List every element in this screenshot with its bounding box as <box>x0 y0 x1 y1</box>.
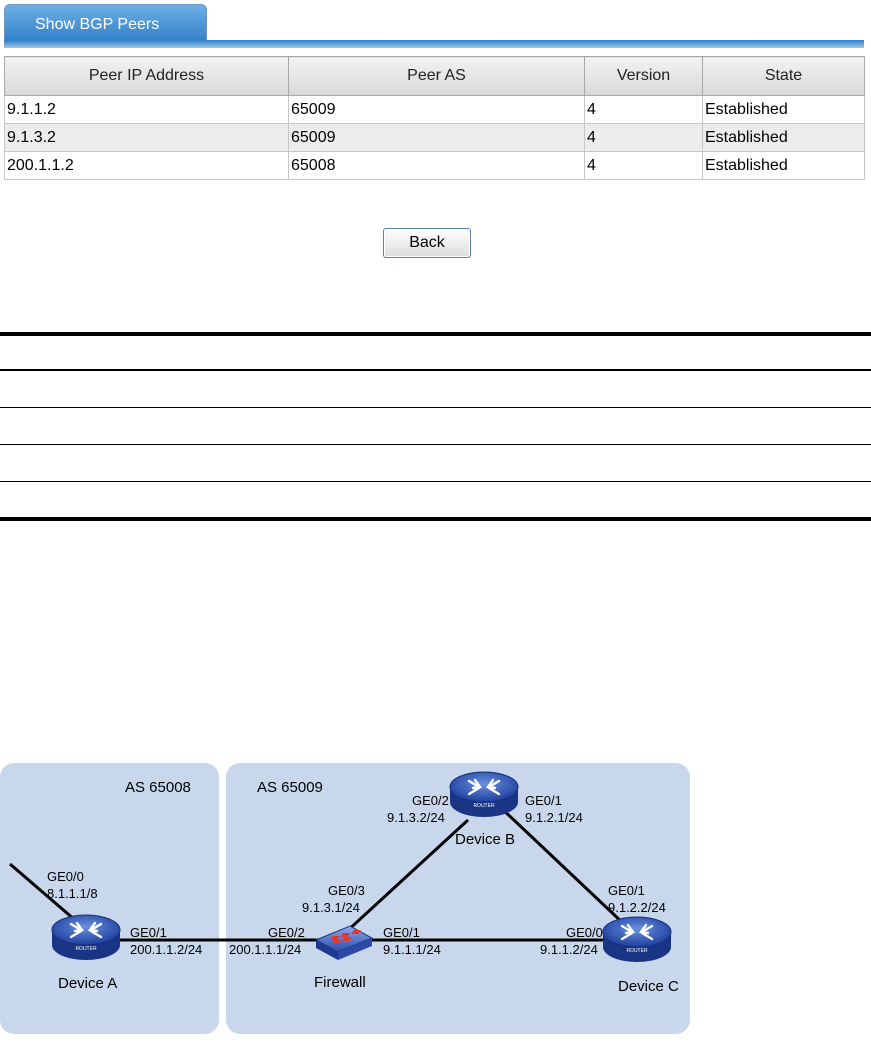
firewall-name: Firewall <box>314 974 366 991</box>
column-header-state[interactable]: State <box>702 56 865 96</box>
cell-state: Established <box>702 151 865 180</box>
bgp-peers-table: Peer IP Address Peer AS Version State 9.… <box>4 56 865 180</box>
label-fw-ge01: GE0/1 <box>383 925 420 940</box>
router-icon[interactable]: ROUTER <box>601 915 673 964</box>
table-top-rule <box>0 332 871 336</box>
label-c-ip01: 9.1.2.2/24 <box>608 900 666 915</box>
cell-peer-ip: 200.1.1.2 <box>4 151 289 180</box>
label-b-ip01: 9.1.2.1/24 <box>525 810 583 825</box>
cell-state: Established <box>702 95 865 124</box>
table-header-row: Peer IP Address Peer AS Version State <box>4 56 865 96</box>
label-b-ip02: 9.1.3.2/24 <box>387 810 445 825</box>
as-region-65008 <box>0 763 219 1034</box>
as-region-65009 <box>226 763 690 1034</box>
link-firewall-device-b <box>343 818 470 935</box>
label-fw-ip02: 200.1.1.1/24 <box>229 942 301 957</box>
link-device-a-uplink <box>9 862 76 922</box>
router-icon[interactable]: ROUTER <box>50 913 122 962</box>
firewall-icon[interactable] <box>314 925 374 960</box>
cell-state: Established <box>702 123 865 152</box>
table-row-rule <box>0 444 871 445</box>
label-fw-ip03: 9.1.3.1/24 <box>302 900 360 915</box>
table-row[interactable]: 9.1.1.2 65009 4 Established <box>4 95 865 124</box>
cell-version: 4 <box>584 95 703 124</box>
label-fw-ip01: 9.1.1.1/24 <box>383 942 441 957</box>
label-b-ge02: GE0/2 <box>412 793 449 808</box>
table-bottom-rule <box>0 517 871 521</box>
label-a-ge01: GE0/1 <box>130 925 167 940</box>
table-row-rule <box>0 407 871 408</box>
cell-peer-as: 65009 <box>288 95 585 124</box>
label-fw-ge03: GE0/3 <box>328 883 365 898</box>
label-a-ge00: GE0/0 <box>47 869 84 884</box>
table-header-rule <box>0 369 871 371</box>
column-header-peer-as[interactable]: Peer AS <box>288 56 585 96</box>
table-row-rule <box>0 481 871 482</box>
cell-peer-ip: 9.1.1.2 <box>4 95 289 124</box>
label-a-ip00: 8.1.1.1/8 <box>47 886 98 901</box>
network-topology-diagram: AS 65008 AS 65009 ROUTER ROUTER ROUTER <box>0 763 690 1034</box>
cell-peer-ip: 9.1.3.2 <box>4 123 289 152</box>
label-c-ge00: GE0/0 <box>566 925 603 940</box>
router-badge: ROUTER <box>473 803 495 809</box>
label-c-ip00: 9.1.1.2/24 <box>540 942 598 957</box>
router-icon[interactable]: ROUTER <box>448 770 520 819</box>
cell-peer-as: 65009 <box>288 123 585 152</box>
table-row[interactable]: 200.1.1.2 65008 4 Established <box>4 151 865 180</box>
tab-show-bgp-peers[interactable]: Show BGP Peers <box>4 4 207 42</box>
back-button[interactable]: Back <box>383 228 471 258</box>
tab-title: Show BGP Peers <box>35 16 160 33</box>
device-a-name: Device A <box>58 975 117 992</box>
label-b-ge01: GE0/1 <box>525 793 562 808</box>
table-row[interactable]: 9.1.3.2 65009 4 Established <box>4 123 865 152</box>
column-header-peer-ip[interactable]: Peer IP Address <box>4 56 289 96</box>
cell-peer-as: 65008 <box>288 151 585 180</box>
label-a-ip01: 200.1.1.2/24 <box>130 942 202 957</box>
router-badge: ROUTER <box>626 948 648 954</box>
device-b-name: Device B <box>455 831 515 848</box>
device-c-name: Device C <box>618 978 679 995</box>
as-label-65009: AS 65009 <box>257 779 323 796</box>
cell-version: 4 <box>584 123 703 152</box>
label-c-ge01: GE0/1 <box>608 883 645 898</box>
router-badge: ROUTER <box>75 946 97 952</box>
link-device-b-device-c <box>496 803 627 927</box>
cell-version: 4 <box>584 151 703 180</box>
tab-underline <box>4 40 864 48</box>
column-header-version[interactable]: Version <box>584 56 703 96</box>
label-fw-ge02: GE0/2 <box>268 925 305 940</box>
as-label-65008: AS 65008 <box>125 779 191 796</box>
